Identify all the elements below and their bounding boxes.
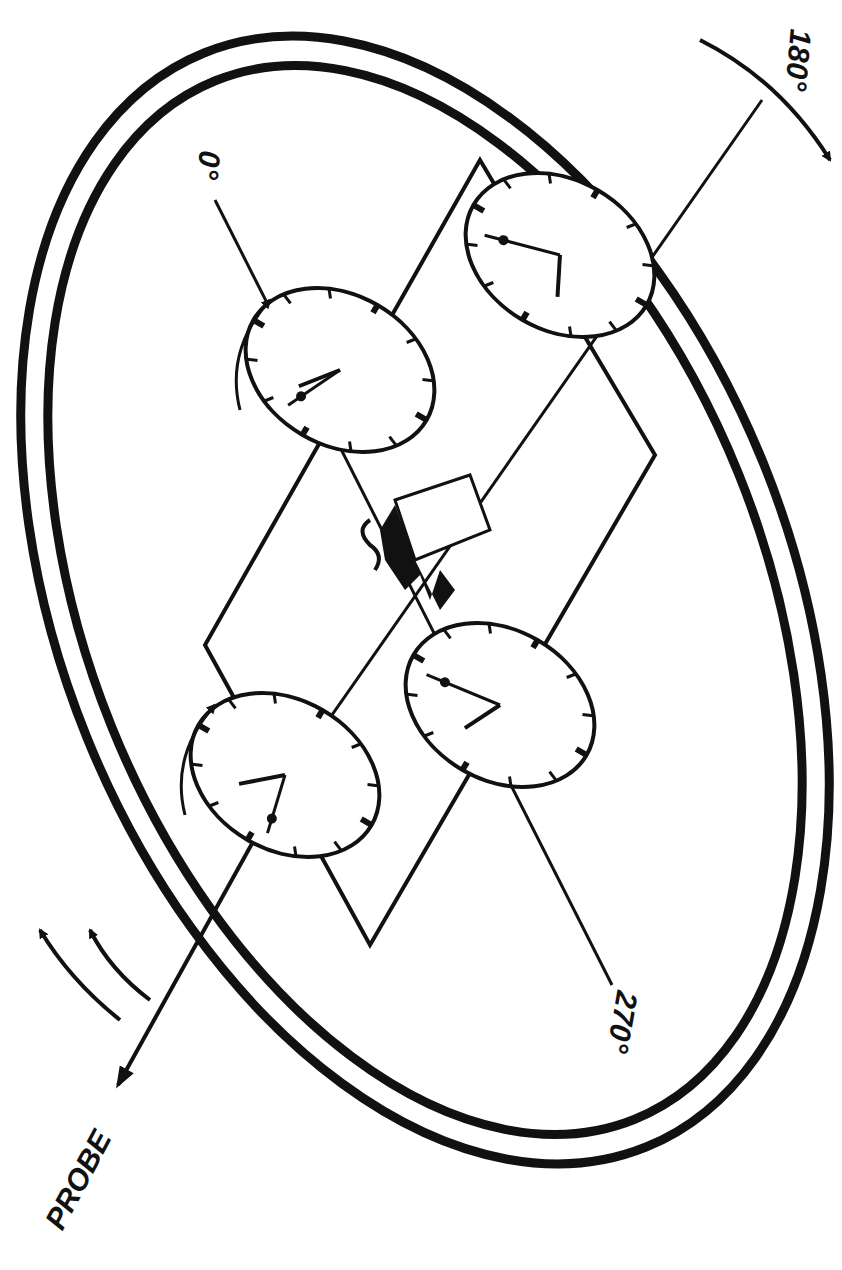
- probe-label: PROBE: [36, 1121, 120, 1238]
- rotation-arrow: [181, 705, 215, 815]
- rotation-arrow: [40, 930, 120, 1020]
- clock-dial: [436, 140, 684, 370]
- rotation-arrow: [90, 930, 150, 1000]
- angle-label: 180°: [778, 24, 818, 97]
- clock-dial: [216, 255, 464, 485]
- angle-label: 0°: [189, 145, 226, 185]
- clock-dial: [161, 660, 409, 890]
- center-device: [363, 475, 491, 610]
- clock-dial: [376, 590, 624, 820]
- angle-label: 270°: [599, 985, 645, 1060]
- rotation-arrow: [236, 300, 270, 410]
